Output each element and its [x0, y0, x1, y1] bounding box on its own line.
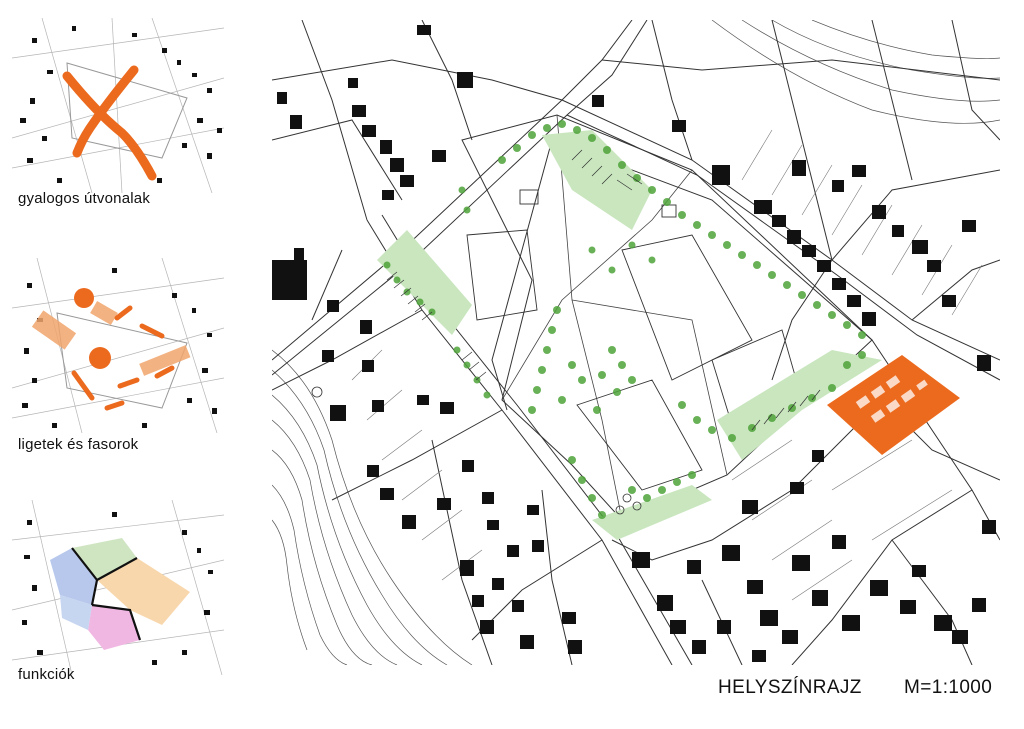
zone-boundaries — [71, 547, 142, 641]
caption-groves: ligetek és fasorok — [18, 436, 139, 453]
grove-circles — [74, 288, 111, 369]
park-outline — [56, 312, 188, 409]
tree-canopies — [383, 120, 866, 519]
pedestrian-routes-diagram — [12, 18, 224, 193]
street-lines — [12, 18, 224, 193]
playground — [311, 386, 642, 515]
buildings — [272, 25, 996, 662]
tree-lines — [71, 305, 175, 411]
functions-svg — [12, 500, 224, 675]
grove-areas — [31, 300, 191, 376]
caption-functions: funkciók — [18, 666, 75, 683]
parking-rows — [386, 149, 821, 431]
route-lines — [62, 65, 157, 181]
lot-lines — [351, 129, 983, 601]
sheet-title: HELYSZÍNRAJZ — [718, 677, 862, 698]
pedestrian-routes-svg — [12, 18, 224, 193]
buildings — [20, 26, 222, 183]
site-plan-map — [272, 20, 1000, 665]
street-network — [272, 20, 1000, 665]
caption-pedestrian-routes: gyalogos útvonalak — [18, 190, 151, 207]
site-plan-svg — [272, 20, 1000, 665]
park-internal-paths — [501, 114, 728, 521]
complex-courtyards — [855, 375, 928, 423]
groves-svg — [12, 258, 224, 433]
scale-label: M=1:1000 — [904, 677, 993, 698]
park-outline — [66, 62, 188, 159]
buildings — [22, 268, 217, 428]
contour-lines — [272, 20, 1000, 665]
street-lines — [12, 258, 224, 433]
green-areas — [377, 130, 882, 540]
function-zones — [50, 538, 190, 650]
groves-diagram — [12, 258, 224, 433]
buildings — [22, 512, 213, 665]
functions-diagram — [12, 500, 224, 675]
highlighted-building-complex — [827, 355, 960, 455]
